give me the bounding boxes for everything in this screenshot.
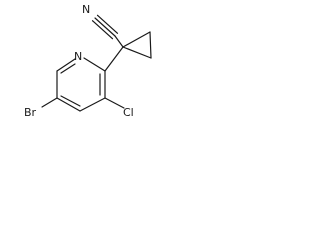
ring-nitrogen-label: N [74, 50, 82, 63]
structure-diagram: N N Br Cl [0, 0, 192, 138]
ring-bond-c5-c4 [56, 97, 81, 112]
ring-bond-c5-c4-inner [60, 95, 81, 107]
nitrile-triple-bond-1 [94, 17, 116, 37]
molecule-drawing: N N Br Cl [24, 3, 152, 119]
cyclopropane-bond-1 [122, 31, 151, 48]
nitrile-triple-bond-2 [96, 14, 119, 34]
nitrile-triple-bond-3 [91, 20, 114, 40]
cyclopropane-bond-3 [122, 46, 152, 59]
cyclopropane-bond-2 [149, 31, 152, 59]
bond-c5-br [41, 97, 58, 108]
bond-quaternary-to-ring [104, 46, 124, 72]
bromine-label: Br [24, 106, 37, 119]
chlorine-label: Cl [123, 106, 134, 119]
ring-bond-c2-n [83, 57, 106, 72]
bond-c3-cl [104, 97, 125, 109]
ring-bond-n-c6-inner [60, 63, 76, 74]
ring-bond-n-c6 [56, 58, 76, 72]
bond-nitrile-to-quaternary [114, 35, 124, 48]
nitrile-nitrogen-label: N [82, 3, 90, 16]
ring-bond-c4-c3 [79, 97, 106, 112]
